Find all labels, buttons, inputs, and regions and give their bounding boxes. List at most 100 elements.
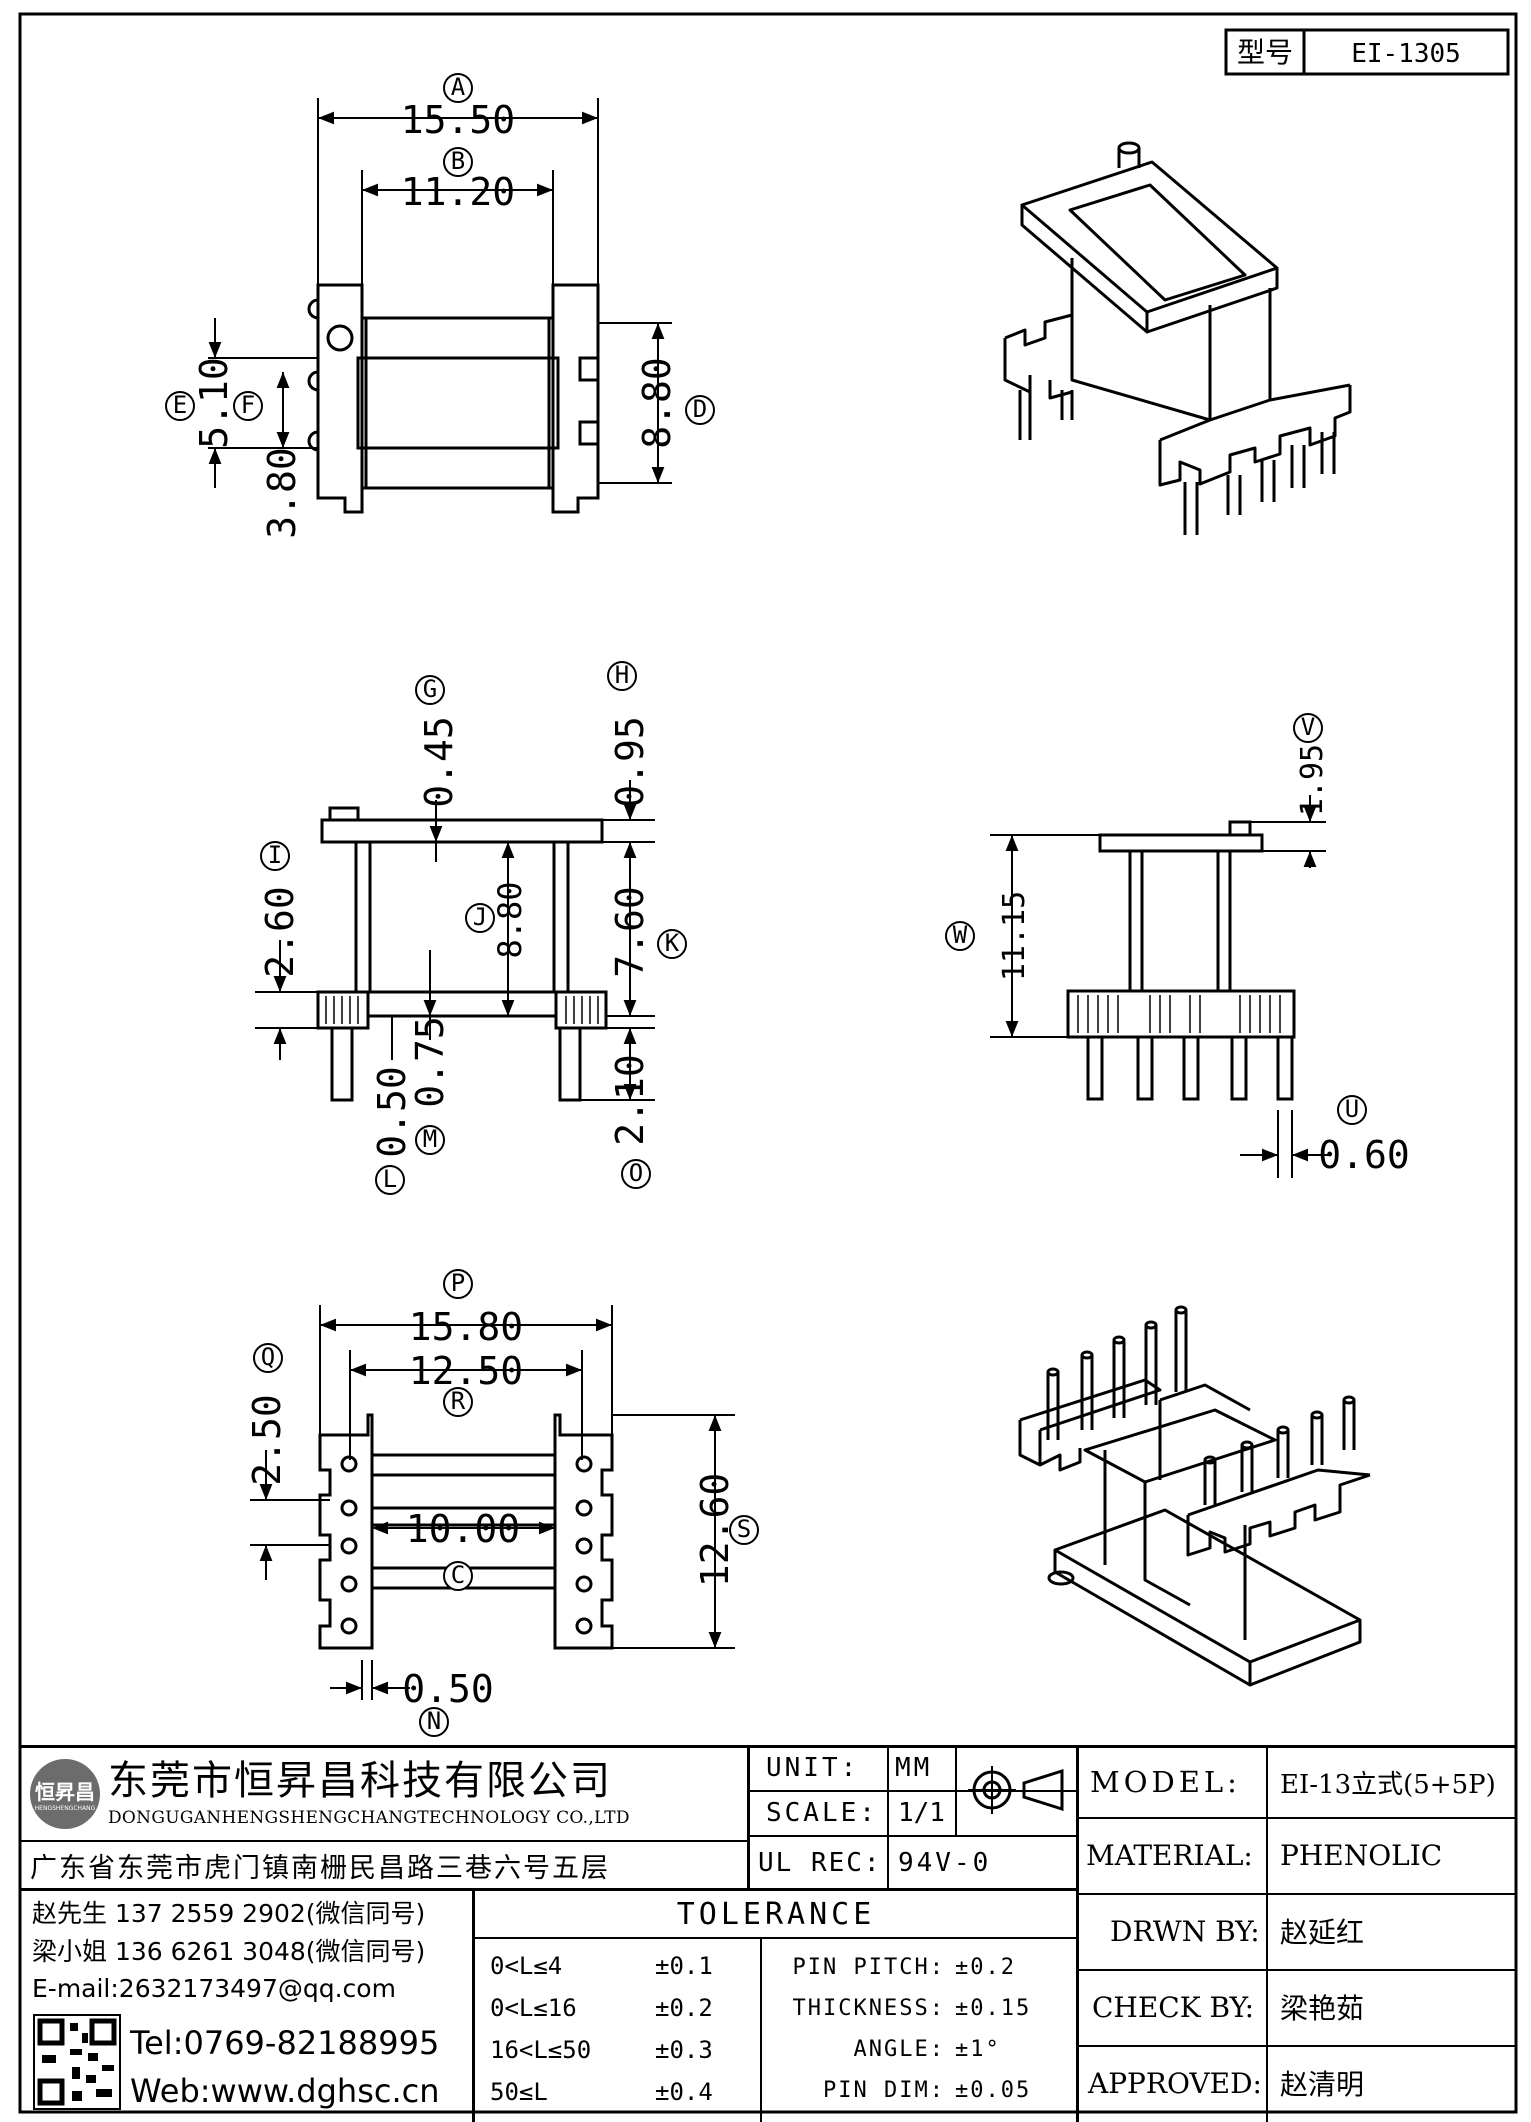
- tolerance-value: ±0.2: [655, 1994, 713, 2022]
- dim-c-value: 10.00: [406, 1507, 520, 1551]
- projection-symbol-icon: [962, 1755, 1072, 1825]
- dim-n-value: 0.50: [402, 1667, 494, 1711]
- tolerance-value: ±0.4: [655, 2078, 713, 2106]
- dim-r-value: 12.50: [409, 1349, 523, 1393]
- tolerance-other-value: ±1°: [955, 2037, 1001, 2062]
- dim-bubble-n: [419, 1707, 449, 1737]
- front-view: [1066, 820, 1296, 1101]
- dim-label-d: D: [693, 395, 707, 423]
- model-tag-label: 型号: [1237, 36, 1293, 69]
- drawn-by-value: 赵延红: [1280, 1916, 1365, 1949]
- dim-bubble-i: [260, 841, 290, 871]
- ul-label: UL REC:: [758, 1848, 882, 1878]
- dim-l-value: 0.50: [370, 1066, 414, 1158]
- ul-value: 94V-0: [898, 1848, 992, 1878]
- dim-bubble-w: [945, 921, 975, 951]
- sheet-border: [18, 12, 1518, 2114]
- dim-b-value: 11.20: [401, 170, 515, 214]
- dim-label-f: F: [241, 391, 255, 419]
- tolerance-other-value: ±0.2: [955, 1955, 1016, 1980]
- contact-line-2: 梁小姐 136 6261 3048(微信同号): [32, 1937, 426, 1966]
- dim-label-q: Q: [261, 1343, 275, 1371]
- check-by-value: 梁艳茹: [1280, 1992, 1365, 2025]
- dim-bubble-u: [1337, 1095, 1367, 1125]
- tolerance-range: 16<L≤50: [490, 2036, 592, 2064]
- tolerance-other-value: ±0.15: [955, 1996, 1032, 2021]
- tolerance-other-row: PIN DIM: ±0.05: [765, 2070, 1075, 2111]
- dim-label-r: R: [451, 1387, 466, 1415]
- tolerance-other-row: PIN PITCH: ±0.2: [765, 1947, 1075, 1988]
- side-view-dims: [255, 780, 655, 1101]
- dim-bubble-s: [729, 1515, 759, 1545]
- tolerance-other-label: ANGLE:: [853, 2037, 945, 2062]
- contact-email[interactable]: E-mail:2632173497@qq.com: [32, 1973, 396, 2003]
- tolerance-other-label: PIN PITCH:: [792, 1955, 945, 1980]
- contact-web[interactable]: Web:www.dghsc.cn: [130, 2072, 440, 2110]
- top-view: [307, 283, 600, 514]
- dim-label-o: O: [629, 1159, 643, 1187]
- dim-bubble-v: [1293, 713, 1323, 743]
- dim-d-value: 8.80: [635, 357, 679, 449]
- dim-label-n: N: [427, 1707, 441, 1735]
- dim-label-b: B: [451, 147, 465, 175]
- tolerance-other-row: ANGLE: ±1°: [765, 2029, 1075, 2070]
- qr-code-icon: [32, 2013, 122, 2111]
- dim-bubble-d: [685, 395, 715, 425]
- logo-text: 恒昇昌: [35, 1780, 95, 1804]
- dim-label-p: P: [451, 1269, 465, 1297]
- dim-bubble-c: [443, 1561, 473, 1591]
- front-view-dim-text: 1.95 11.15 0.60: [997, 744, 1410, 1177]
- dim-k-value: 7.60: [608, 886, 652, 978]
- dim-e-value: 5.10: [192, 357, 236, 449]
- tolerance-value: ±0.3: [655, 2036, 713, 2064]
- bottom-view-dims: [250, 1305, 735, 1700]
- dim-label-u: U: [1345, 1095, 1359, 1123]
- dim-f-value: 3.80: [260, 447, 304, 539]
- top-view-dim-text: 15.50 11.20 8.80 5.10 3.80: [192, 98, 679, 539]
- unit-value: MM: [895, 1753, 933, 1783]
- top-view-dims: [208, 98, 672, 488]
- dim-bubble-b: [443, 147, 473, 177]
- contact-tel: Tel:0769-82188995: [130, 2024, 440, 2062]
- tolerance-range-row: 0<L≤4±0.1: [490, 1945, 758, 1987]
- dim-label-g: G: [423, 675, 437, 703]
- company-name-en: DONGUGANHENGSHENGCHANGTECHNOLOGY CO.,LTD: [108, 1808, 630, 1828]
- dim-u-value: 0.60: [1318, 1133, 1410, 1177]
- dim-bubble-e: [165, 391, 195, 421]
- tolerance-other-label: PIN DIM:: [823, 2078, 945, 2103]
- tolerance-range: 50≤L: [490, 2078, 548, 2106]
- dim-label-s: S: [737, 1515, 751, 1543]
- dim-label-l: L: [383, 1165, 397, 1193]
- side-view: [316, 806, 608, 1102]
- dim-i-value: 2.60: [258, 886, 302, 978]
- model-label: MODEL:: [1090, 1765, 1241, 1799]
- dim-label-w: W: [953, 921, 968, 949]
- dim-q-value: 2.50: [245, 1394, 289, 1486]
- logo-sub: HENGSHENGCHANG: [34, 1805, 96, 1812]
- unit-label: UNIT:: [766, 1753, 860, 1783]
- tolerance-other-row: THICKNESS: ±0.15: [765, 1988, 1075, 2029]
- tolerance-range-row: 0<L≤16±0.2: [490, 1987, 758, 2029]
- dim-v-value: 1.95: [1295, 744, 1330, 816]
- tolerance-other-value: ±0.05: [955, 2078, 1032, 2103]
- dim-a-value: 15.50: [401, 98, 515, 142]
- model-value: EI-13立式(5+5P): [1280, 1769, 1496, 1800]
- tolerance-other-label: THICKNESS:: [792, 1996, 945, 2021]
- dim-j-value: 8.80: [491, 881, 529, 958]
- dim-bubble-f: [233, 391, 263, 421]
- tolerance-range-row: 16<L≤50 ±0.3: [490, 2029, 758, 2071]
- dim-w-value: 11.15: [997, 891, 1032, 981]
- dim-bubble-p: [443, 1269, 473, 1299]
- dim-bubble-q: [253, 1343, 283, 1373]
- approved-value: 赵清明: [1280, 2068, 1365, 2101]
- side-view-dim-text: 0.45 0.95 2.60 8.80 7.60 0.50 0.75 2.10: [258, 716, 652, 1158]
- dim-bubble-g: [415, 675, 445, 705]
- model-tag: 型号 EI-1305: [1224, 28, 1510, 76]
- dim-bubble-m: [415, 1125, 445, 1155]
- dim-o-value: 2.10: [608, 1054, 652, 1146]
- dim-bubble-o: [621, 1159, 651, 1189]
- title-block: 恒昇昌 HENGSHENGCHANG 东莞市恒昇昌科技有限公司 DONGUGAN…: [0, 1745, 1531, 2122]
- dim-label-m: M: [423, 1125, 437, 1153]
